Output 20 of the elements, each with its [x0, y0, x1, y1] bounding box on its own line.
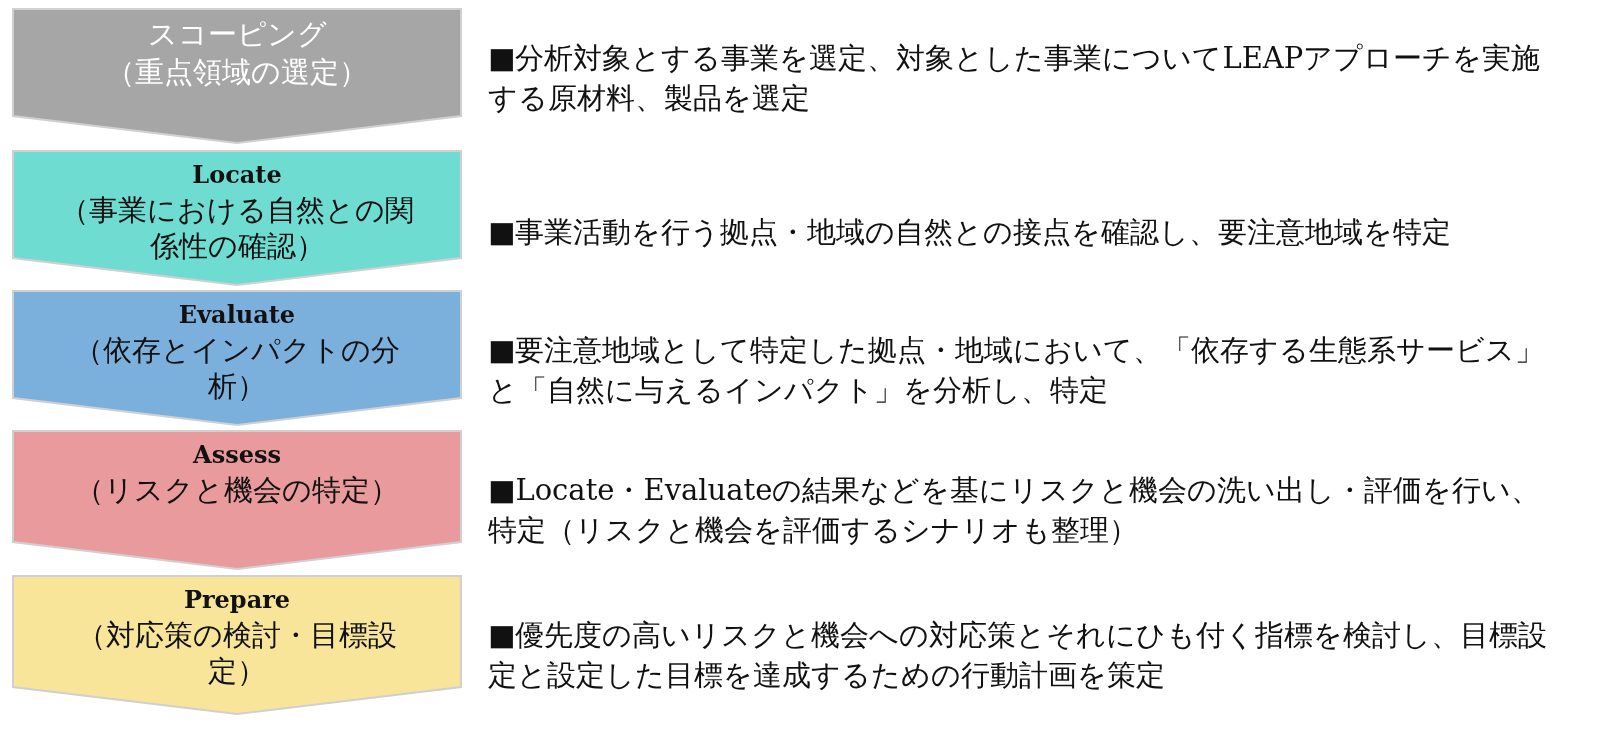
chevron-step: [12, 430, 462, 570]
chevron-step: [12, 575, 462, 715]
chevron-step: [12, 8, 462, 144]
description-text: ■Locate・Evaluateの結果などを基にリスクと機会の洗い出し・評価を行い、特定（リスクと機会を評価するシナリオも整理）: [488, 472, 1542, 549]
description-text: ■事業活動を行う拠点・地域の自然との接点を確認し、要注意地域を特定: [488, 214, 1453, 251]
chevron-step: [12, 150, 462, 286]
step-subtitle: （重点領域の選定）: [105, 54, 369, 90]
step-subtitle: （対応策の検討・目標設定）: [76, 617, 398, 689]
step-title: Prepare: [182, 585, 292, 614]
description-text: ■優先度の高いリスクと機会への対応策とそれにひも付く指標を検討し、目標設定と設定した目標を達成するための行動計画を策定: [488, 617, 1549, 694]
step-title: Assess: [191, 440, 282, 469]
step-title: スコーピング: [146, 16, 328, 52]
description-text: ■分析対象とする事業を選定、対象とした事業についてLEAPアプローチを実施する原材料、製品を選定: [488, 40, 1542, 117]
step-subtitle: （依存とインパクトの分析）: [73, 332, 401, 404]
chevron-step: [12, 290, 462, 426]
description-text: ■要注意地域として特定した拠点・地域において、「依存する生態系サービス」と「自然に与えるインパクト」を分析し、特定: [488, 332, 1546, 409]
step-subtitle: （リスクと機会の特定）: [74, 472, 400, 508]
step-title: Evaluate: [177, 300, 297, 329]
step-subtitle: （事業における自然との関係性の確認）: [59, 192, 415, 264]
step-title: Locate: [191, 160, 283, 189]
